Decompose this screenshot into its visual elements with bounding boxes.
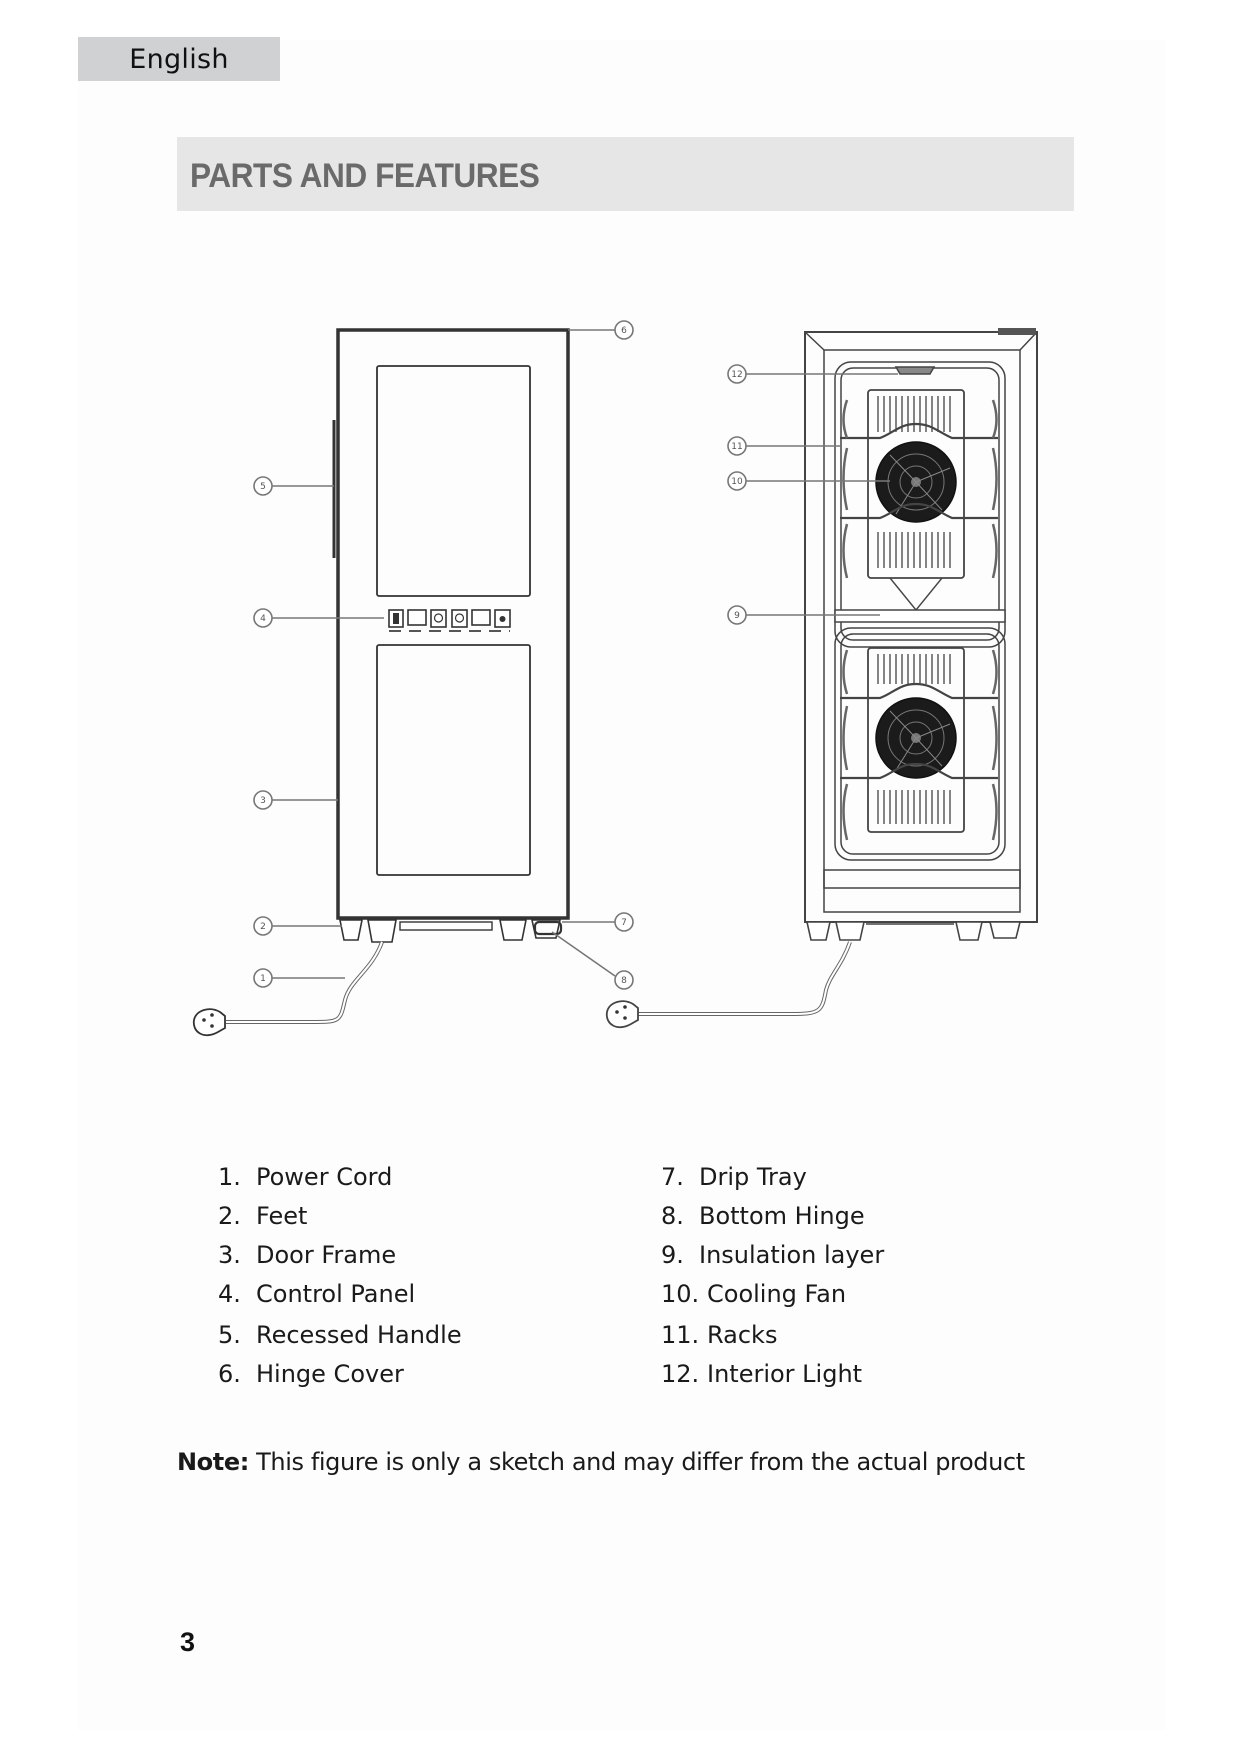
list-item: 10.Cooling Fan [661, 1280, 884, 1319]
list-item: 9. Insulation layer [661, 1241, 884, 1280]
callout-11: 11 [727, 436, 747, 456]
upper-rack [840, 422, 998, 440]
part-label: Drip Tray [699, 1163, 807, 1191]
callout-4: 4 [253, 608, 273, 628]
svg-text:11: 11 [731, 442, 742, 452]
svg-text:2: 2 [260, 922, 266, 932]
svg-text:12: 12 [731, 370, 742, 380]
list-item: 2. Feet [218, 1202, 462, 1241]
part-number: 2. [218, 1202, 241, 1230]
section-title: PARTS AND FEATURES [190, 157, 540, 195]
part-label: Insulation layer [699, 1241, 885, 1269]
svg-text:3: 3 [260, 796, 266, 806]
control-panel [388, 609, 511, 632]
language-label: English [129, 43, 229, 75]
lower-glass-window [376, 644, 531, 876]
list-item: 1. Power Cord [218, 1163, 462, 1202]
feet [339, 919, 561, 943]
part-label: Bottom Hinge [699, 1202, 865, 1230]
part-label: Interior Light [707, 1360, 863, 1388]
part-number: 9. [661, 1241, 684, 1269]
part-number: 12. [661, 1360, 700, 1388]
cabinet-outer [804, 331, 1038, 923]
parts-list-right: 7. Drip Tray 8. Bottom Hinge 9. Insulation … [661, 1163, 884, 1399]
interior-callouts [746, 373, 898, 616]
callout-9: 9 [727, 605, 747, 625]
door-frame [336, 328, 570, 920]
list-item: 4. Control Panel [218, 1280, 462, 1319]
callout-10: 10 [727, 471, 747, 491]
part-number: 1. [218, 1163, 241, 1191]
callout-6: 6 [614, 320, 634, 340]
note-text: This figure is only a sketch and may dif… [248, 1448, 1025, 1476]
page-number: 3 [180, 1627, 196, 1657]
part-label: Racks [707, 1321, 778, 1349]
lower-compartment [834, 627, 1006, 861]
svg-text:4: 4 [260, 614, 266, 624]
part-number: 8. [661, 1202, 684, 1230]
list-item: 12.Interior Light [661, 1360, 884, 1399]
list-item: 3. Door Frame [218, 1241, 462, 1280]
part-number: 10. [661, 1280, 700, 1308]
bottom-hinge [533, 920, 563, 936]
callout-7: 7 [614, 912, 634, 932]
front-view [192, 328, 570, 1037]
callout-2: 2 [253, 916, 273, 936]
part-number: 3. [218, 1241, 241, 1269]
insulation-layer [834, 609, 1006, 623]
up-button [430, 609, 447, 628]
list-item: 6. Hinge Cover [218, 1360, 462, 1399]
upper-compartment [834, 361, 1006, 648]
part-number: 4. [218, 1280, 241, 1308]
memory-button [471, 609, 491, 626]
callout-1: 1 [253, 968, 273, 988]
svg-text:8: 8 [621, 976, 627, 986]
drip-tray [399, 921, 493, 931]
lower-rack [840, 682, 998, 700]
part-number: 11. [661, 1321, 700, 1349]
svg-text:9: 9 [734, 611, 740, 621]
parts-diagram: 6 5 4 3 2 1 7 8 [190, 310, 1070, 1070]
plug [192, 1008, 226, 1037]
note-label: Note: [177, 1448, 249, 1476]
language-tab: English [78, 37, 280, 81]
callout-8: 8 [614, 970, 634, 990]
svg-text:6: 6 [621, 326, 627, 336]
callout-12: 12 [727, 364, 747, 384]
interior-view [605, 328, 1038, 1029]
list-item: 7. Drip Tray [661, 1163, 884, 1202]
power-cord [226, 941, 384, 1024]
list-item: 8. Bottom Hinge [661, 1202, 884, 1241]
list-item: 11.Racks [661, 1321, 884, 1360]
part-label: Power Cord [256, 1163, 393, 1191]
parts-diagram-svg: 6 5 4 3 2 1 7 8 [192, 320, 1038, 1037]
section-header: PARTS AND FEATURES [177, 137, 1074, 211]
part-number: 6. [218, 1360, 241, 1388]
part-label: Cooling Fan [707, 1280, 847, 1308]
interior-light [894, 366, 936, 375]
callout-3: 3 [253, 790, 273, 810]
callout-5: 5 [253, 476, 273, 496]
svg-text:10: 10 [731, 477, 743, 487]
list-item: 5. Recessed Handle [218, 1321, 462, 1360]
part-label: Feet [256, 1202, 308, 1230]
part-number: 7. [661, 1163, 684, 1191]
down-button [451, 609, 468, 628]
svg-text:1: 1 [260, 974, 266, 984]
front-callouts [272, 329, 616, 979]
svg-text:5: 5 [260, 482, 266, 492]
svg-text:7: 7 [621, 918, 627, 928]
upper-glass-window [376, 365, 531, 597]
part-label: Door Frame [256, 1241, 397, 1269]
part-number: 5. [218, 1321, 241, 1349]
note: Note: This figure is only a sketch and m… [177, 1448, 1025, 1476]
part-label: Hinge Cover [256, 1360, 404, 1388]
parts-list-left: 1. Power Cord 2. Feet 3. Door Frame 4. Contr… [218, 1163, 462, 1399]
tsp-button [407, 609, 427, 626]
part-label: Recessed Handle [256, 1321, 462, 1349]
part-label: Control Panel [256, 1280, 416, 1308]
